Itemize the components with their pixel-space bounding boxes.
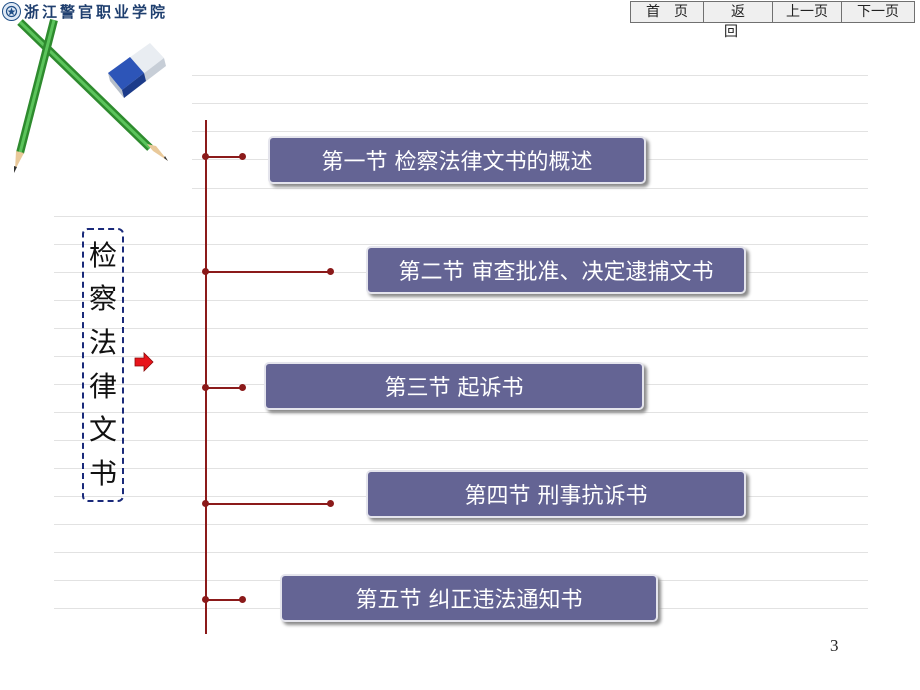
green-pencil-icon [17,19,168,161]
section-5-link[interactable]: 第五节 纠正违法通知书 [280,574,658,622]
prev-page-button[interactable]: 上一页 [772,1,841,23]
branch-node [202,384,209,391]
chapter-title-box: 检 察 法 律 文 书 [82,228,124,502]
branch-line [206,387,242,389]
home-button[interactable]: 首页 [630,1,703,23]
section-1-link[interactable]: 第一节 检察法律文书的概述 [268,136,646,184]
school-brand: 浙江警官职业学院 [2,0,168,22]
green-pencil-icon [14,19,58,173]
page-number: 3 [830,636,839,655]
back-button[interactable]: 返回 [703,1,772,40]
title-char: 察 [88,282,117,316]
police-college-emblem-icon [2,1,21,21]
title-char: 检 [88,238,117,272]
branch-line [206,599,242,601]
branch-node [239,596,246,603]
section-4-link[interactable]: 第四节 刑事抗诉书 [366,470,746,518]
branch-node [327,500,334,507]
branch-line [206,271,330,273]
school-name: 浙江警官职业学院 [24,2,169,21]
eraser-icon [108,43,166,98]
pencils-eraser-artwork [14,19,168,173]
branch-node [239,153,246,160]
title-char: 书 [88,457,117,491]
branch-line [206,156,242,158]
slide-navigation: 首页 返回 上一页 下一页 [630,1,915,40]
title-char: 律 [88,369,117,403]
outline-trunk-line [205,120,207,634]
branch-node [327,268,334,275]
branch-node [202,268,209,275]
next-page-button[interactable]: 下一页 [841,1,915,23]
title-char: 法 [88,326,117,360]
red-arrow-right-icon [134,352,154,372]
branch-node [202,500,209,507]
branch-node [239,384,246,391]
branch-node [202,596,209,603]
section-3-link[interactable]: 第三节 起诉书 [264,362,644,410]
section-2-link[interactable]: 第二节 审查批准、决定逮捕文书 [366,246,746,294]
branch-node [202,153,209,160]
branch-line [206,503,330,505]
title-char: 文 [88,413,117,447]
